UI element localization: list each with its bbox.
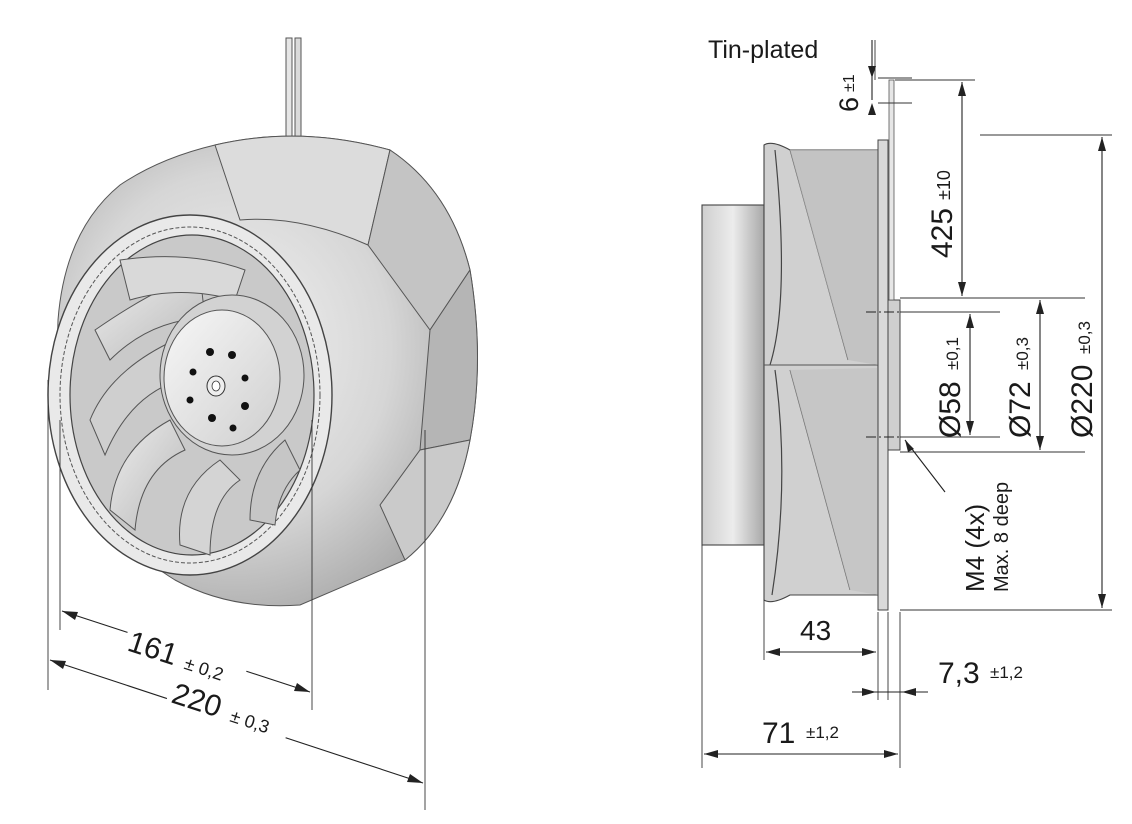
dim-7-3-tol: ±1,2	[990, 663, 1023, 682]
hub-holes	[186, 348, 249, 432]
dim-161-value: 161	[124, 625, 182, 672]
impeller-blades	[89, 256, 301, 556]
inlet-ring-dashed	[59, 226, 321, 564]
dim-d58-tol: ±0,1	[943, 337, 962, 370]
dim-6-value: 6	[834, 97, 864, 112]
dim-d58-value: Ø58	[934, 381, 967, 438]
dim-425-value: 425	[926, 208, 959, 258]
dim-6-tol: ±1	[841, 74, 858, 92]
side-dimensions: Tin-plated 6 ±1 425 ±10 Ø58 ±0,1 Ø72 ±0,…	[701, 36, 1112, 768]
side-lead-wire	[888, 79, 895, 301]
dim-d72-tol: ±0,3	[1013, 337, 1032, 370]
motor-flange	[887, 299, 901, 451]
thread-label: M4 (4x)	[960, 504, 990, 592]
dim-d72-value: Ø72	[1004, 381, 1037, 438]
dim-d220-tol: ±0,3	[1075, 321, 1094, 354]
dim-43-value: 43	[800, 615, 831, 646]
fan-isometric-view	[47, 37, 478, 607]
inlet-collar	[701, 204, 765, 546]
backplate-side	[877, 139, 889, 611]
dim-d220-value: Ø220	[1066, 365, 1099, 438]
dim-71-tol: ±1,2	[806, 723, 839, 742]
dim-71-value: 71	[762, 717, 795, 750]
thread-depth: Max. 8 deep	[991, 482, 1013, 592]
lead-wires	[285, 37, 302, 144]
fan-side-view	[701, 79, 920, 611]
left-dimensions: 161 ± 0,2 220 ± 0,3	[47, 380, 426, 810]
dim-7-3-value: 7,3	[938, 657, 980, 690]
label-tin-plated: Tin-plated	[708, 36, 818, 64]
dim-425-tol: ±10	[934, 170, 954, 200]
